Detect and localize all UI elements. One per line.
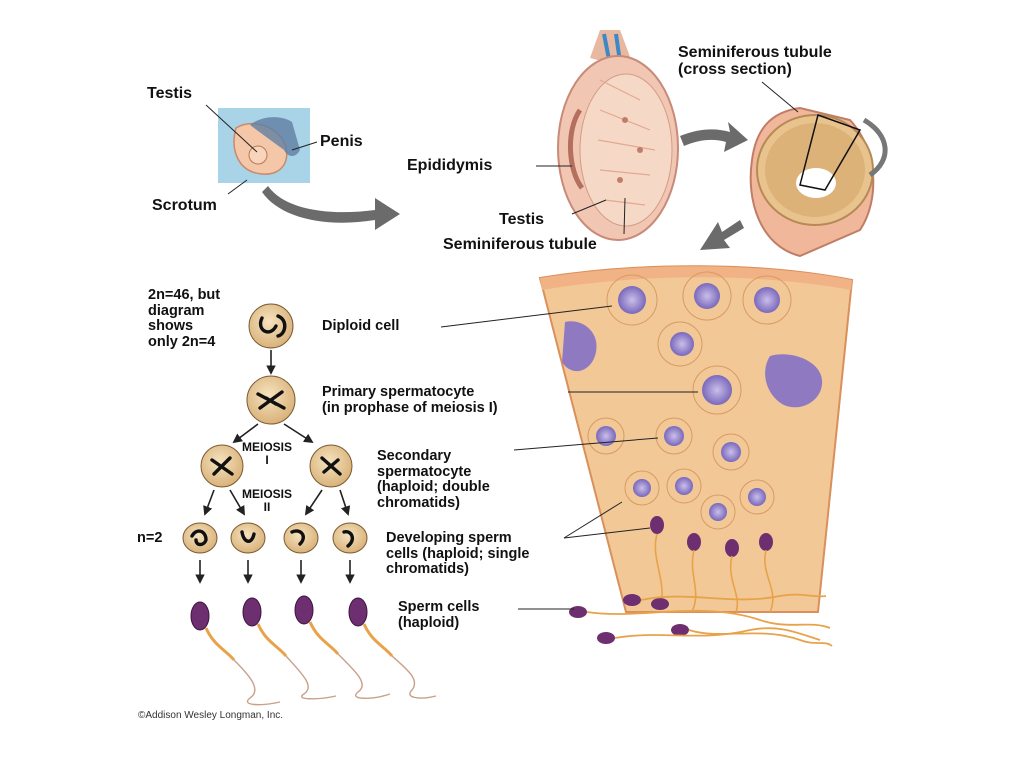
tubule-wall-detail — [538, 265, 854, 613]
label-primary-spermatocyte-line1: Primary spermatocyte — [322, 384, 475, 400]
germ-cell-lineage — [182, 303, 437, 706]
label-primary-spermatocyte-line2: (in prophase of meiosis I) — [322, 399, 498, 416]
label-seminiferous-cross-section: Seminiferous tubule (cross section) — [678, 44, 832, 78]
chromosome-note-line3: shows — [148, 318, 194, 334]
label-developing-sperm: Developing sperm cells (haploid; single … — [386, 530, 530, 578]
diploid-cell-icon — [248, 303, 294, 349]
label-meiosis-1-line1: MEIOSIS — [242, 440, 293, 454]
label-developing-sperm-line3: chromatids) — [386, 561, 469, 577]
label-secondary-spermatocyte-line4: chromatids) — [377, 494, 460, 511]
flow-arrows — [262, 122, 748, 250]
label-meiosis-1: MEIOSIS I — [242, 441, 292, 466]
label-sperm-cells: Sperm cells (haploid) — [398, 599, 480, 631]
label-secondary-spermatocyte-line2: spermatocyte — [377, 463, 472, 480]
copyright-credit: ©Addison Wesley Longman, Inc. — [138, 710, 284, 721]
label-n-equals: n=2 — [137, 530, 163, 546]
chromosome-note: 2n=46, but diagram shows only 2n=4 — [148, 287, 221, 350]
label-penis: Penis — [320, 133, 363, 150]
label-sperm-cells-line1: Sperm cells — [398, 599, 480, 615]
spermatid-2-icon — [230, 522, 266, 554]
label-sperm-cells-line2: (haploid) — [398, 614, 460, 631]
label-testis-top: Testis — [147, 85, 193, 102]
label-meiosis-2-line1: MEIOSIS — [242, 487, 293, 501]
label-secondary-spermatocyte: Secondary spermatocyte (haploid; double … — [377, 448, 490, 511]
testis-illustration — [557, 30, 679, 241]
label-meiosis-2-line2: II — [263, 499, 271, 514]
anatomy-inset — [218, 108, 310, 183]
label-scrotum: Scrotum — [152, 197, 217, 214]
label-primary-spermatocyte: Primary spermatocyte (in prophase of mei… — [322, 384, 498, 416]
label-developing-sperm-line1: Developing sperm — [386, 530, 512, 546]
label-seminiferous-tubule: Seminiferous tubule — [443, 236, 597, 253]
leader-lines — [205, 81, 799, 610]
label-secondary-spermatocyte-line1: Secondary — [377, 448, 452, 464]
label-testis-mid: Testis — [499, 211, 545, 228]
spermatid-3-icon — [283, 522, 319, 554]
released-sperm — [569, 593, 833, 647]
label-epididymis: Epididymis — [407, 157, 493, 174]
label-meiosis-2: MEIOSIS II — [242, 488, 292, 513]
label-seminiferous-cross-line1: Seminiferous tubule — [678, 44, 832, 61]
chromosome-note-line1: 2n=46, but — [148, 287, 221, 303]
chromosome-note-line2: diagram — [148, 302, 205, 319]
mature-sperm-icons — [190, 595, 437, 706]
spermatid-1-icon — [182, 522, 218, 554]
tubule-cross-section — [749, 106, 888, 258]
spermatid-4-icon — [332, 522, 368, 554]
chromosome-note-line4: only 2n=4 — [148, 333, 216, 350]
label-seminiferous-cross-line2: (cross section) — [678, 61, 792, 78]
label-meiosis-1-line2: I — [265, 452, 269, 467]
label-secondary-spermatocyte-line3: (haploid; double — [377, 479, 490, 495]
label-diploid-cell: Diploid cell — [322, 318, 400, 334]
label-developing-sperm-line2: cells (haploid; single — [386, 545, 530, 562]
